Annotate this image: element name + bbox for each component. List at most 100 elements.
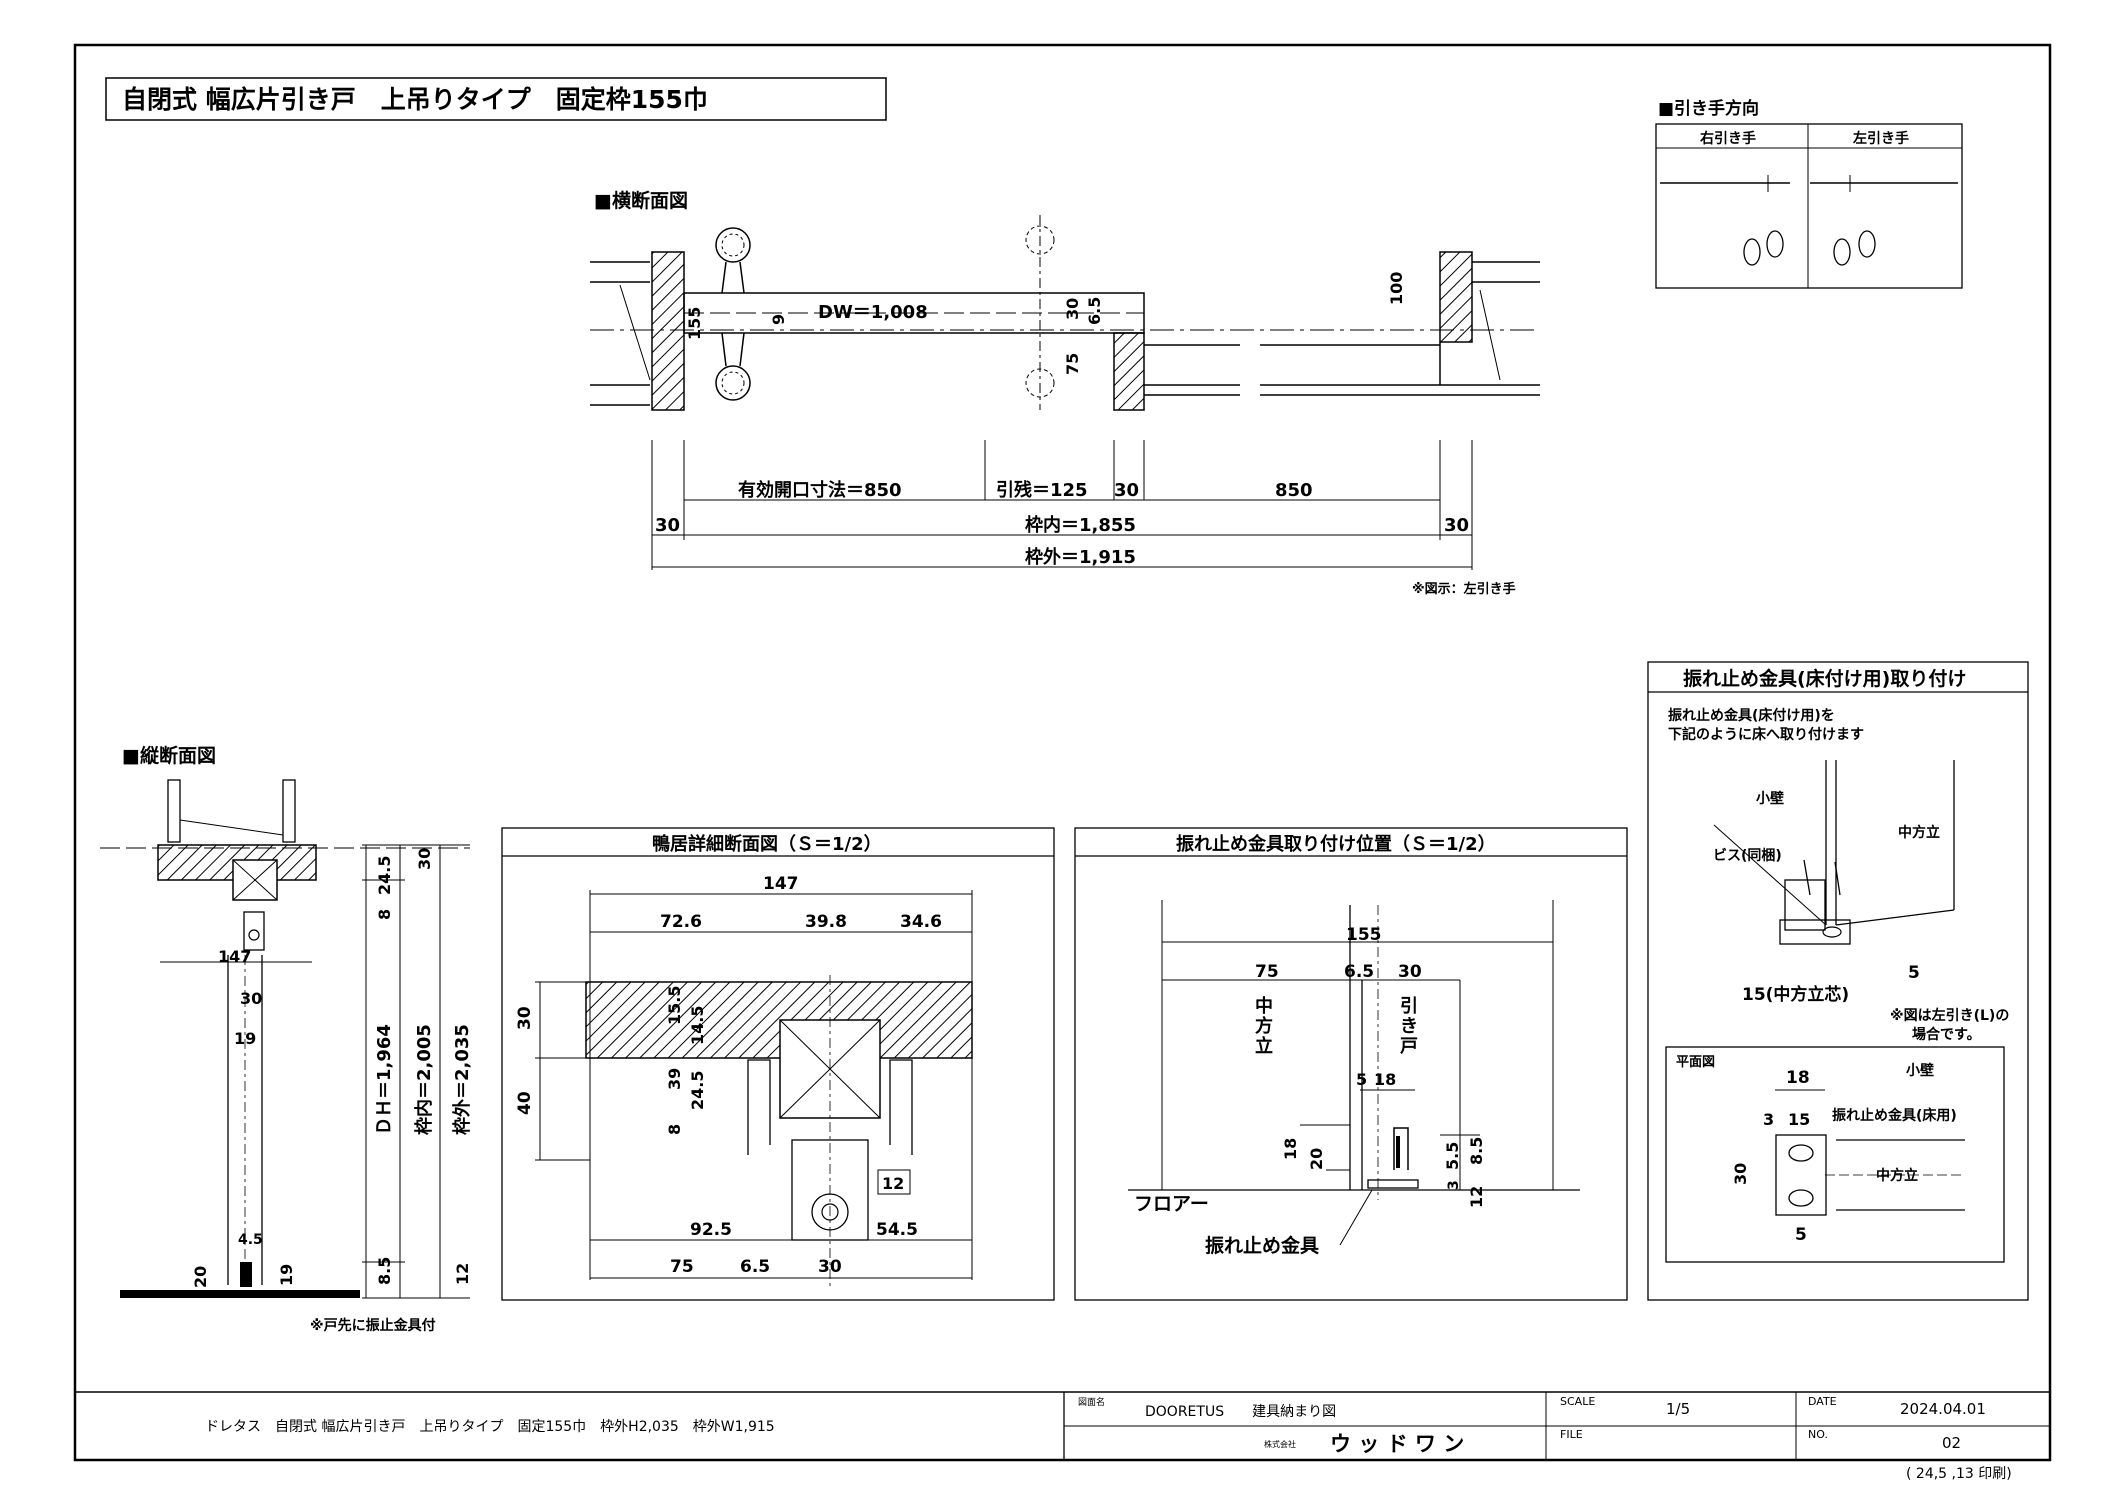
svg-text:30: 30: [240, 989, 262, 1008]
svg-text:DW＝1,008: DW＝1,008: [818, 302, 928, 323]
svg-text:平面図: 平面図: [1676, 1055, 1715, 1070]
svg-text:引残＝125: 引残＝125: [996, 479, 1088, 501]
svg-text:中方立: 中方立: [1876, 1167, 1918, 1184]
svg-text:振れ止め金具(床付け用)取り付け: 振れ止め金具(床付け用)取り付け: [1683, 667, 1966, 690]
svg-text:振れ止め金具(床用): 振れ止め金具(床用): [1832, 1107, 1957, 1124]
svg-text:30: 30: [1731, 1163, 1750, 1185]
plan-section: ■横断面図 DW＝1: [590, 189, 1540, 597]
post-label: 中方立: [1255, 995, 1273, 1057]
svg-text:5: 5: [1356, 1070, 1367, 1089]
svg-text:DATE: DATE: [1808, 1395, 1837, 1408]
svg-text:NO.: NO.: [1808, 1428, 1828, 1441]
svg-text:12: 12: [1467, 1186, 1486, 1208]
svg-text:3: 3: [1763, 1110, 1774, 1129]
lintel-detail-panel: 鴨居詳細断面図（Ｓ＝1/2） 147 72.6 39.8 34.6 30 40 …: [501, 827, 1055, 1301]
svg-text:12: 12: [882, 1174, 904, 1193]
left-jamb: [651, 251, 685, 411]
svg-text:8: 8: [665, 1124, 684, 1135]
svg-text:株式会社: 株式会社: [1264, 1439, 1296, 1449]
right-jamb: [1439, 251, 1473, 343]
svg-text:75: 75: [1063, 353, 1082, 375]
svg-text:02: 02: [1942, 1434, 1961, 1452]
svg-text:ビス(同梱): ビス(同梱): [1713, 847, 1782, 864]
svg-text:155: 155: [685, 307, 704, 340]
svg-text:枠内＝1,855: 枠内＝1,855: [1025, 514, 1136, 536]
plan-note: ※図示：左引き手: [1412, 581, 1516, 597]
svg-text:30: 30: [1398, 962, 1422, 982]
svg-text:147: 147: [763, 874, 799, 894]
handle-direction: ■引き手方向 右引き手 左引き手: [1655, 98, 1963, 289]
svg-text:■縦断面図: ■縦断面図: [122, 744, 216, 767]
svg-text:左引き手: 左引き手: [1852, 130, 1909, 147]
svg-text:6.5: 6.5: [1344, 962, 1374, 982]
svg-text:枠外＝2,035: 枠外＝2,035: [451, 1024, 473, 1135]
svg-text:振れ止め金具取り付け位置（Ｓ＝1/2）: 振れ止め金具取り付け位置（Ｓ＝1/2）: [1176, 833, 1496, 855]
plan-heading: ■横断面図: [594, 189, 688, 212]
svg-text:中方立: 中方立: [1898, 824, 1940, 841]
svg-text:18: 18: [1786, 1068, 1810, 1088]
svg-text:6.5: 6.5: [1085, 297, 1104, 325]
svg-text:9: 9: [769, 314, 788, 325]
svg-text:鴨居詳細断面図（Ｓ＝1/2）: 鴨居詳細断面図（Ｓ＝1/2）: [652, 833, 882, 855]
svg-text:30: 30: [415, 848, 434, 870]
svg-text:小壁: 小壁: [1756, 790, 1784, 807]
svg-text:18: 18: [1281, 1138, 1300, 1160]
svg-text:振れ止め金具(床付け用)を: 振れ止め金具(床付け用)を: [1668, 707, 1835, 724]
svg-text:8.5: 8.5: [1467, 1137, 1486, 1165]
svg-text:30: 30: [655, 515, 680, 536]
svg-text:下記のように床へ取り付けます: 下記のように床へ取り付けます: [1668, 726, 1864, 743]
svg-text:30: 30: [1114, 480, 1139, 501]
svg-text:155: 155: [1346, 925, 1382, 945]
svg-text:1/5: 1/5: [1666, 1400, 1690, 1418]
svg-text:20: 20: [191, 1266, 210, 1288]
svg-text:小壁: 小壁: [1906, 1062, 1934, 1079]
svg-text:75: 75: [1255, 962, 1279, 982]
svg-text:6.5: 6.5: [740, 1257, 770, 1277]
sheet-border: [73, 43, 2052, 1462]
drawing-title: 自閉式 幅広片引き戸 上吊りタイプ 固定枠155巾: [122, 85, 708, 114]
svg-text:24.5: 24.5: [688, 1071, 707, 1110]
svg-text:30: 30: [1063, 298, 1082, 320]
svg-text:振れ止め金具: 振れ止め金具: [1205, 1234, 1319, 1257]
svg-text:20: 20: [1307, 1148, 1326, 1170]
svg-text:ウ ッ ド ワ ン: ウ ッ ド ワ ン: [1330, 1432, 1464, 1456]
svg-text:※図は左引き(L)の: ※図は左引き(L)の: [1890, 1007, 2009, 1024]
svg-text:15.5: 15.5: [665, 986, 684, 1025]
svg-text:DOORETUS 建具納まり図: DOORETUS 建具納まり図: [1145, 1404, 1336, 1420]
svg-text:図面名: 図面名: [1078, 1396, 1105, 1408]
svg-text:ＤＨ＝1,964: ＤＨ＝1,964: [374, 1024, 395, 1135]
svg-text:40: 40: [515, 1091, 535, 1115]
lintel-body: [585, 981, 973, 1059]
svg-text:72.6: 72.6: [660, 912, 702, 932]
svg-text:18: 18: [1374, 1070, 1396, 1089]
middle-post: [1113, 332, 1145, 411]
svg-text:147: 147: [218, 947, 251, 966]
svg-text:5: 5: [1795, 1225, 1807, 1245]
svg-text:19: 19: [234, 1029, 256, 1048]
svg-text:30: 30: [515, 1006, 535, 1030]
svg-text:8: 8: [375, 909, 394, 920]
svg-text:39: 39: [665, 1068, 684, 1090]
install-panel: 振れ止め金具(床付け用)取り付け 振れ止め金具(床付け用)を 下記のように床へ取…: [1647, 661, 2029, 1301]
title-box: [105, 77, 887, 121]
door-label: 引き戸: [1400, 996, 1418, 1057]
svg-text:54.5: 54.5: [876, 1220, 918, 1240]
svg-text:100: 100: [1387, 272, 1406, 305]
svg-text:12: 12: [453, 1263, 472, 1285]
svg-text:15: 15: [1788, 1110, 1810, 1129]
svg-text:30: 30: [818, 1257, 842, 1277]
svg-text:4.5: 4.5: [238, 1232, 263, 1248]
vertical-section: ■縦断面図 147 30 19 4.5 20 19 24.5 30 8 ＤＨ＝1: [100, 744, 473, 1334]
svg-text:ドレタス 自閉式 幅広片引き戸 上吊りタイプ 固定155巾: ドレタス 自閉式 幅広片引き戸 上吊りタイプ 固定155巾 枠外H2,035 枠…: [205, 1419, 775, 1435]
svg-text:※戸先に振止金具付: ※戸先に振止金具付: [310, 1317, 436, 1334]
svg-text:有効開口寸法＝850: 有効開口寸法＝850: [738, 479, 902, 501]
guide-position-panel: 振れ止め金具取り付け位置（Ｓ＝1/2） 155 75 6.5 30 中方立 引き…: [1074, 827, 1628, 1301]
svg-text:5.5: 5.5: [1443, 1142, 1462, 1170]
svg-text:フロアー: フロアー: [1134, 1193, 1209, 1215]
title-block: ドレタス 自閉式 幅広片引き戸 上吊りタイプ 固定155巾 枠外H2,035 枠…: [75, 1391, 2050, 1482]
svg-text:15(中方立芯): 15(中方立芯): [1742, 984, 1849, 1005]
svg-text:5: 5: [1908, 963, 1920, 983]
svg-text:枠外＝1,915: 枠外＝1,915: [1025, 546, 1136, 568]
svg-text:30: 30: [1444, 515, 1469, 536]
